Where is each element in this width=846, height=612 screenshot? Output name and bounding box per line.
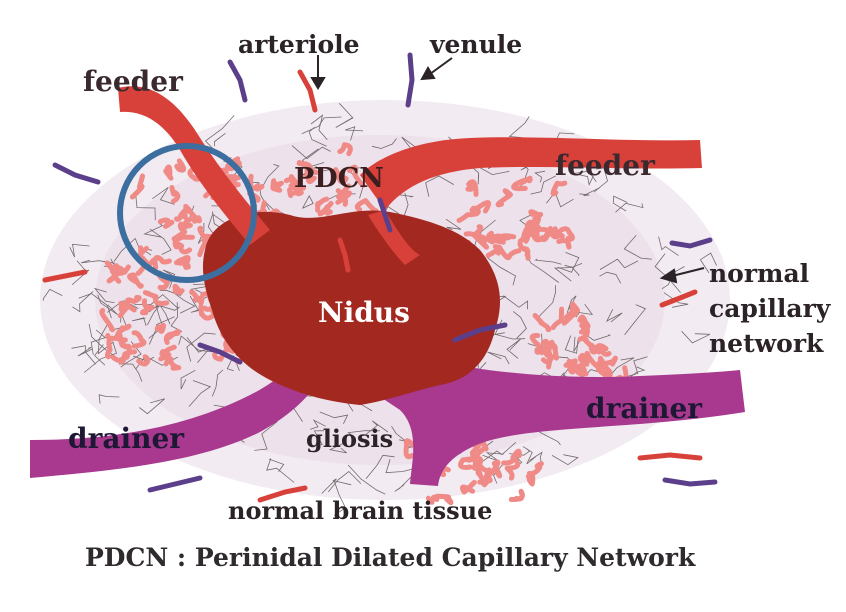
venule-arrowhead xyxy=(422,68,434,79)
normal-capillary-network-label: normal capillary network xyxy=(709,256,830,361)
venule-fragment xyxy=(408,55,412,105)
feeder-label-right: feeder xyxy=(555,152,655,180)
pdcn-capillary-loop xyxy=(572,304,577,315)
pdcn-label: PDCN xyxy=(294,165,384,192)
pdcn-capillary-loop xyxy=(581,323,586,332)
feeder-label-left: feeder xyxy=(83,68,183,96)
pdcn-capillary-loop xyxy=(157,325,163,331)
venule-arrow xyxy=(430,58,452,74)
drainer-label-right: drainer xyxy=(586,395,702,423)
pdcn-capillary-loop xyxy=(483,474,489,485)
pdcn-capillary-loop xyxy=(511,491,522,499)
pdcn-capillary-loop xyxy=(184,219,191,226)
drainer-label-left: drainer xyxy=(68,425,184,453)
venule-fragment xyxy=(150,478,200,490)
venule-fragment xyxy=(665,480,715,484)
arteriole-arrowhead xyxy=(312,78,324,88)
pdcn-capillary-loop xyxy=(113,357,124,362)
pdcn-capillary-loop xyxy=(528,475,533,484)
venule-label: venule xyxy=(430,32,522,57)
arteriole-label: arteriole xyxy=(238,32,360,57)
pdcn-capillary-loop xyxy=(177,161,184,170)
venule-fragment xyxy=(230,62,245,100)
figure-caption: PDCN : Perinidal Dilated Capillary Netwo… xyxy=(85,545,695,570)
pdcn-capillary-loop xyxy=(166,167,171,178)
nidus-label: Nidus xyxy=(318,299,410,327)
arteriole-fragment xyxy=(640,455,700,458)
pdcn-capillary-loop xyxy=(108,339,111,357)
normal-brain-tissue-label: normal brain tissue xyxy=(228,499,492,523)
venule-fragment xyxy=(55,165,98,182)
gliosis-label: gliosis xyxy=(306,427,393,451)
